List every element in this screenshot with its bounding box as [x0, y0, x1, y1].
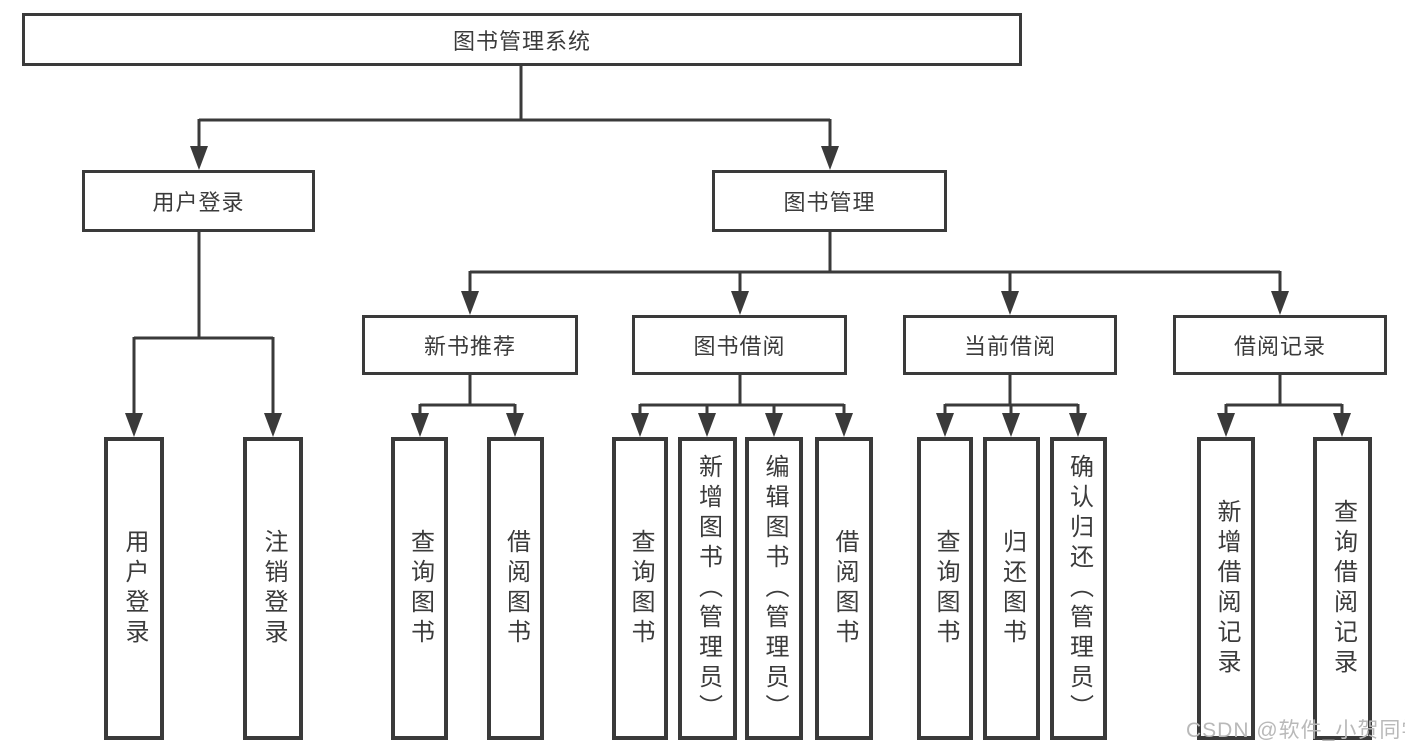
leaf-query-books-current: 查询图书 [917, 437, 973, 740]
arrowhead [411, 413, 429, 437]
leaf-label: 查询图书 [406, 528, 434, 649]
connector-current-borrow-to-leaves [936, 375, 1087, 437]
arrowhead [1217, 413, 1235, 437]
leaf-confirm-return-admin: 确认归还（管理员） [1050, 437, 1107, 740]
node-borrow-records: 借阅记录 [1173, 315, 1387, 375]
arrowhead [264, 413, 282, 437]
arrowhead [835, 413, 853, 437]
leaf-add-book-admin: 新增图书（管理员） [678, 437, 737, 740]
connector-user-login-to-leaves [125, 232, 282, 437]
arrowhead [506, 413, 524, 437]
leaf-label: 编辑图书（管理员） [761, 453, 788, 724]
leaf-label: 查询图书 [932, 528, 959, 649]
node-label: 图书管理系统 [452, 28, 591, 54]
node-label: 新书推荐 [423, 334, 516, 359]
leaf-label: 新增借阅记录 [1213, 498, 1240, 679]
node-label: 用户登录 [152, 190, 245, 215]
node-label: 图书借阅 [693, 334, 786, 359]
arrowhead [461, 291, 479, 315]
arrowhead [1002, 413, 1020, 437]
leaf-return-books: 归还图书 [983, 437, 1040, 740]
node-current-borrow: 当前借阅 [903, 315, 1117, 375]
arrowhead [631, 413, 649, 437]
leaf-query-books-recommend: 查询图书 [391, 437, 448, 740]
node-label: 当前借阅 [963, 334, 1056, 359]
arrowhead [936, 413, 954, 437]
leaf-logout: 注销登录 [243, 437, 303, 740]
leaf-query-books-borrow: 查询图书 [612, 437, 668, 740]
connector-new-book-to-leaves [411, 375, 524, 437]
arrowhead [765, 413, 783, 437]
leaf-borrow-books-recommend: 借阅图书 [487, 437, 544, 740]
node-user-login: 用户登录 [82, 170, 315, 232]
arrowhead [1069, 413, 1087, 437]
node-book-management: 图书管理 [712, 170, 947, 232]
leaf-label: 借阅图书 [831, 528, 858, 649]
arrowhead [1333, 413, 1351, 437]
leaf-query-borrow-record: 查询借阅记录 [1313, 437, 1372, 740]
arrowhead [1271, 291, 1289, 315]
leaf-label: 注销登录 [260, 528, 287, 649]
leaf-label: 新增图书（管理员） [694, 453, 722, 724]
leaf-label: 查询借阅记录 [1329, 498, 1357, 679]
leaf-edit-book-admin: 编辑图书（管理员） [745, 437, 803, 740]
leaf-label: 查询图书 [627, 528, 654, 649]
leaf-label: 确认归还（管理员） [1065, 453, 1093, 724]
leaf-borrow-books: 借阅图书 [815, 437, 873, 740]
arrowhead [698, 413, 716, 437]
leaf-label: 用户登录 [121, 528, 148, 649]
arrowhead [190, 146, 208, 170]
node-label: 借阅记录 [1233, 334, 1326, 359]
node-library-management-system: 图书管理系统 [22, 13, 1022, 66]
node-new-book-recommend: 新书推荐 [362, 315, 578, 375]
node-book-borrow: 图书借阅 [632, 315, 847, 375]
leaf-user-login: 用户登录 [104, 437, 164, 740]
leaf-label: 借阅图书 [502, 528, 530, 649]
node-label: 图书管理 [783, 190, 876, 215]
leaf-label: 归还图书 [998, 528, 1026, 649]
arrowhead [821, 146, 839, 170]
arrowhead [731, 291, 749, 315]
connector-book-mgmt-to-level3 [461, 232, 1289, 315]
connector-root-to-level2 [190, 66, 839, 170]
arrowhead [1001, 291, 1019, 315]
connector-book-borrow-to-leaves [631, 375, 853, 437]
csdn-watermark: CSDN @软件_小贺同学 [1186, 719, 1405, 742]
arrowhead [125, 413, 143, 437]
connector-borrow-records-to-leaves [1217, 375, 1351, 437]
leaf-add-borrow-record: 新增借阅记录 [1197, 437, 1255, 740]
